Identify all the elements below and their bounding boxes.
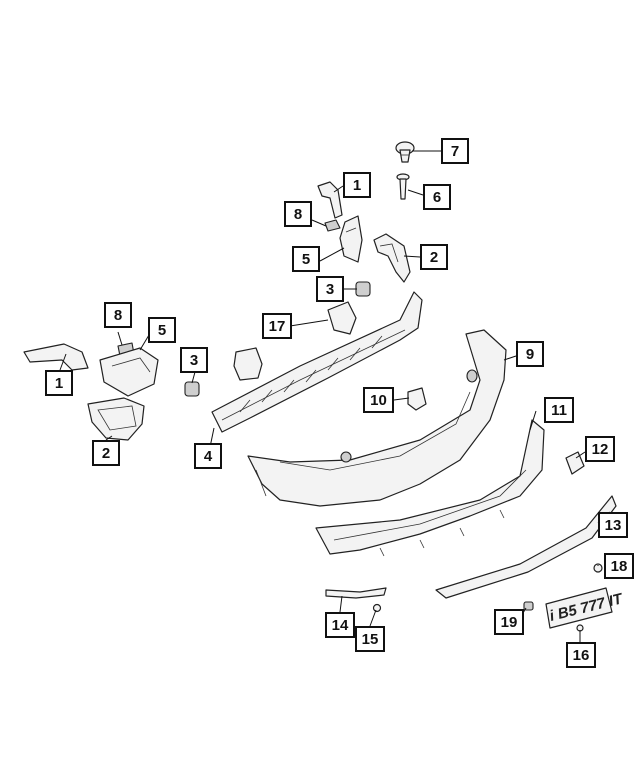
callout-7: 7: [441, 138, 469, 164]
callout-9: 9: [516, 341, 544, 367]
callout-5-lower: 5: [148, 317, 176, 343]
callout-15: 15: [355, 626, 385, 652]
part-retainer-clip: [407, 387, 427, 411]
callout-16: 16: [566, 642, 596, 668]
part-clip-upper: [324, 219, 341, 232]
part-plate-light: [523, 601, 534, 611]
part-pad-upper: [355, 281, 371, 297]
part-trim-cover: [565, 451, 585, 475]
callout-2-lower: 2: [92, 440, 120, 466]
part-bumper-fascia: [247, 329, 507, 507]
part-bracket-right-side: [373, 233, 411, 283]
part-reflector-strip: [325, 587, 387, 599]
part-support-left: [99, 347, 159, 397]
callout-12: 12: [585, 436, 615, 462]
callout-2: 2: [420, 244, 448, 270]
part-center-bracket: [327, 301, 357, 335]
callout-1-lower: 1: [45, 370, 73, 396]
callout-18: 18: [604, 553, 634, 579]
callout-5: 5: [292, 246, 320, 272]
callout-6: 6: [423, 184, 451, 210]
part-diffuser-strip: [435, 495, 617, 599]
license-plate: i B5 777 IT: [545, 587, 626, 629]
callout-11: 11: [544, 397, 574, 423]
part-bracket-upper-right: [317, 181, 343, 219]
part-lower-valance: [315, 419, 545, 557]
callout-8-lower: 8: [104, 302, 132, 328]
part-pad-lower: [184, 381, 200, 397]
callout-3: 3: [316, 276, 344, 302]
callout-14: 14: [325, 612, 355, 638]
callout-19: 19: [494, 609, 524, 635]
callout-1: 1: [343, 172, 371, 198]
callout-17: 17: [262, 313, 292, 339]
callout-8: 8: [284, 201, 312, 227]
part-bracket-left: [23, 343, 89, 371]
part-energy-absorber: [211, 291, 423, 433]
part-left-mount: [233, 347, 263, 381]
part-support-upper-right: [339, 215, 363, 263]
part-bracket-left-lower: [87, 397, 145, 441]
part-push-pin: [396, 173, 410, 200]
part-screw-18: [593, 563, 603, 573]
part-screw-15: [372, 603, 382, 613]
leader-lines: [59, 150, 611, 642]
callout-13: 13: [598, 512, 628, 538]
callout-10: 10: [363, 387, 394, 413]
callout-3-lower: 3: [180, 347, 208, 373]
callout-4: 4: [194, 443, 222, 469]
part-bolt: [395, 141, 415, 163]
